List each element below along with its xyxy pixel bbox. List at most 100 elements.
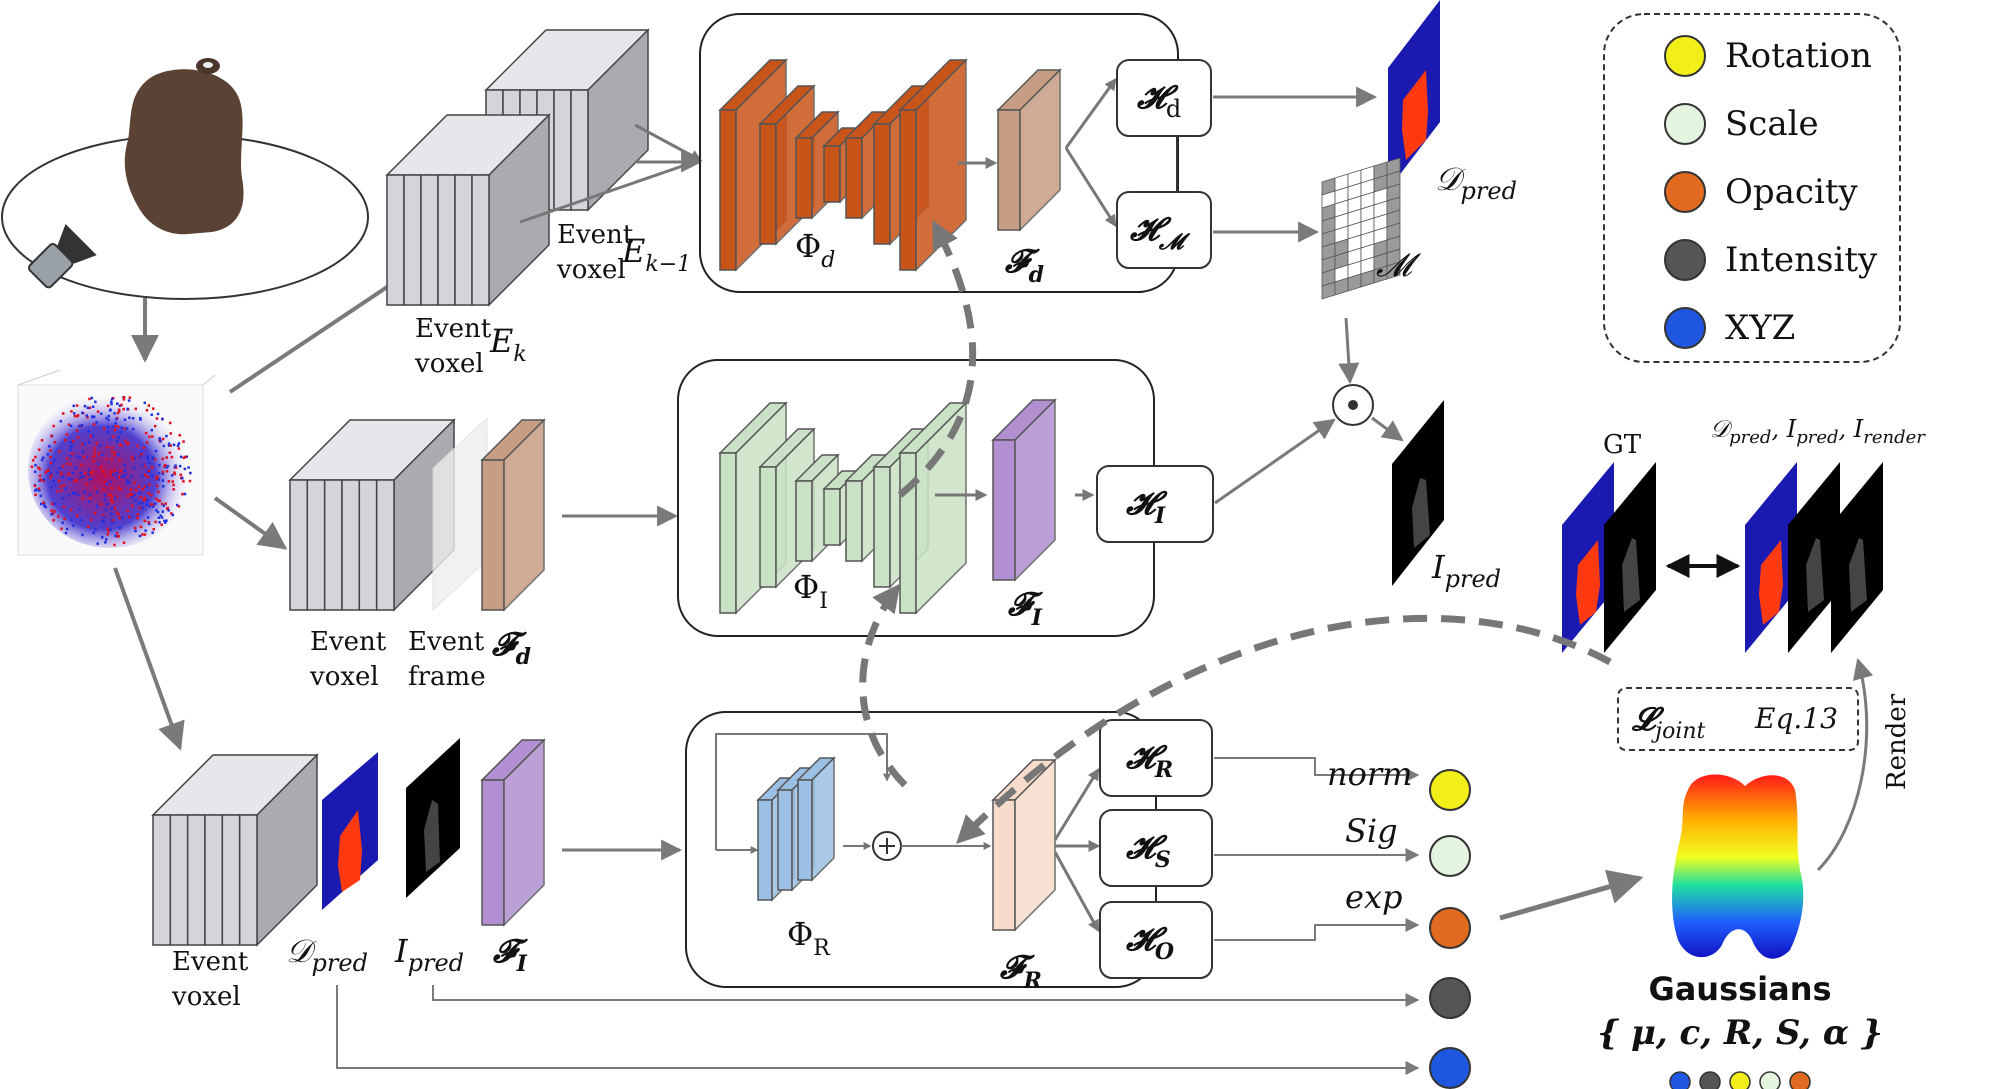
event-point [147, 521, 150, 524]
label-event-frame-2: frame [408, 662, 486, 692]
event-point [152, 528, 155, 531]
event-point [148, 435, 151, 439]
event-point [138, 491, 141, 495]
output-xyz-dot [1429, 1047, 1471, 1089]
event-point [120, 475, 123, 478]
label-F-I: 𝓕I [1007, 585, 1043, 631]
event-point [50, 509, 53, 512]
event-point [132, 466, 136, 469]
event-point [53, 458, 56, 462]
event-point [90, 396, 94, 400]
event-point [103, 494, 106, 497]
event-point [58, 467, 62, 470]
event-point [34, 455, 37, 459]
event-point [113, 496, 117, 500]
event-point [75, 479, 78, 483]
event-point [170, 455, 174, 459]
event-point [117, 486, 121, 490]
event-point [101, 536, 104, 539]
output-intensity-dot [1429, 977, 1471, 1019]
event-point [165, 456, 168, 459]
event-point [75, 404, 79, 407]
event-point [100, 412, 103, 415]
event-point [126, 407, 129, 411]
event-point [122, 398, 126, 401]
event-point [105, 538, 108, 541]
event-point [78, 424, 81, 428]
event-point [113, 412, 116, 415]
event-point [102, 488, 106, 491]
event-point [126, 479, 130, 482]
event-point [114, 425, 117, 428]
legend-label-intensity: Intensity [1725, 240, 1878, 280]
event-point [167, 442, 171, 445]
feature-d-map [997, 109, 1021, 231]
event-point [104, 541, 107, 544]
event-point [139, 455, 143, 458]
event-point [155, 509, 158, 512]
event-point [133, 456, 137, 460]
event-point [139, 525, 143, 529]
event-point [128, 396, 132, 399]
event-point [117, 408, 121, 411]
event-point [148, 522, 151, 526]
event-point [101, 520, 104, 523]
feature-d-map-2-side [503, 418, 545, 612]
refine-layer [777, 789, 793, 891]
output-opacity-dot [1429, 907, 1471, 949]
event-point [102, 427, 106, 430]
event-point [141, 464, 144, 467]
event-point [143, 533, 147, 536]
event-point [64, 531, 68, 535]
event-point [157, 472, 161, 475]
event-point [165, 466, 168, 469]
event-point [37, 466, 40, 469]
event-point [127, 399, 131, 402]
event-point [141, 488, 144, 491]
label-event-voxel-bot: Event [172, 947, 249, 977]
event-point [66, 457, 69, 460]
event-point [169, 421, 172, 425]
event-point [159, 514, 162, 517]
event-point [97, 452, 101, 455]
event-point [151, 456, 155, 459]
event-point [139, 418, 142, 421]
event-point [47, 468, 50, 472]
event-point [107, 414, 110, 418]
event-point [85, 483, 89, 486]
event-point [70, 446, 73, 449]
event-point [110, 499, 113, 502]
event-point [116, 425, 120, 428]
event-point [52, 519, 55, 522]
event-point [136, 516, 139, 520]
unet-d-layer [845, 137, 863, 219]
event-point [156, 484, 159, 488]
event-point [69, 462, 72, 466]
event-point [131, 417, 135, 420]
event-point [42, 501, 45, 504]
event-point [127, 442, 130, 445]
event-point [70, 518, 73, 522]
event-point [110, 458, 113, 461]
label-F-d-mid: 𝓕d [491, 625, 531, 670]
label-F-I-bot: 𝓕I [492, 932, 528, 977]
unet-d-layer [873, 123, 891, 245]
legend-swatch-rotation [1664, 35, 1706, 77]
event-point [164, 521, 167, 524]
event-point [118, 409, 121, 413]
event-point [105, 458, 109, 461]
event-point [72, 479, 76, 482]
head-H-O: 𝓗O [1099, 901, 1213, 979]
event-point [40, 439, 44, 442]
feature-F-d-input [480, 418, 546, 612]
event-point [70, 410, 73, 413]
depth-map-input [322, 752, 378, 910]
event-point [41, 456, 45, 459]
label-event-voxel-top-back: Event [557, 220, 634, 250]
event-point [177, 442, 181, 445]
event-point [103, 481, 107, 484]
label-norm: norm [1327, 755, 1413, 793]
output-rotation-dot [1429, 769, 1471, 811]
event-point [145, 409, 149, 412]
event-point [126, 509, 129, 513]
